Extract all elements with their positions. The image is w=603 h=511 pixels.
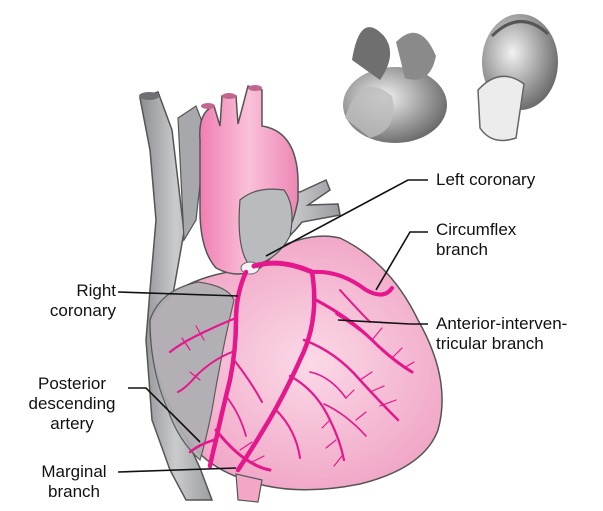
- label-anterior-interventricular-branch: Anterior-interven- tricular branch: [436, 314, 567, 354]
- valve-photo-left: [343, 27, 447, 143]
- label-circumflex-branch: Circumflex branch: [436, 220, 516, 260]
- label-marginal-branch: Marginal branch: [26, 462, 122, 502]
- label-posterior-descending-artery: Posterior descending artery: [16, 374, 128, 434]
- valve-photo-right: [478, 14, 558, 140]
- label-left-coronary: Left coronary: [436, 170, 535, 190]
- label-right-coronary: Right coronary: [20, 281, 116, 321]
